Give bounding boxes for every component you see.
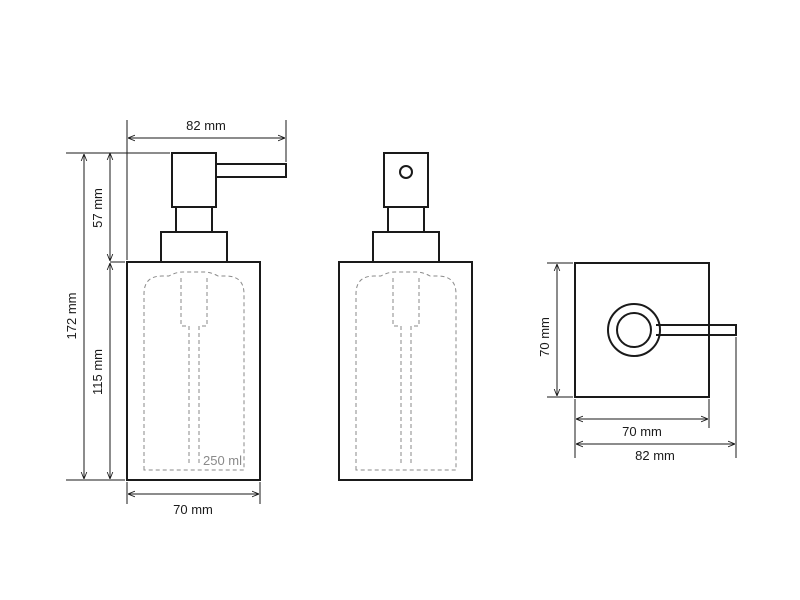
side-neck	[387, 206, 425, 233]
front-inner-tube	[180, 278, 208, 466]
dim-top-total-width-label: 82 mm	[635, 448, 675, 463]
dim-front-total-width: 82 mm	[126, 118, 287, 260]
dim-front-total-width-label: 82 mm	[186, 118, 226, 133]
front-inner-bottle	[143, 271, 245, 471]
side-pump-head	[383, 152, 429, 208]
dim-front-body-height: 115 mm	[90, 263, 110, 479]
front-pump-head	[171, 152, 217, 208]
dim-front-pump-height: 57 mm	[90, 153, 125, 263]
dim-front-body-width-label: 70 mm	[173, 502, 213, 517]
dim-top-total-width: 82 mm	[576, 337, 737, 463]
dim-top-depth-label: 70 mm	[537, 317, 552, 357]
front-view: 250 ml 82 mm 172 mm 57 mm 115 mm	[64, 118, 287, 517]
side-spout-opening	[399, 165, 413, 179]
side-body-outline	[338, 261, 473, 481]
top-view: 70 mm 70 mm 82 mm	[537, 262, 737, 463]
dim-front-total-height: 172 mm	[64, 152, 170, 481]
top-pump-outer-ring	[607, 303, 661, 357]
top-spout	[656, 324, 737, 336]
side-view	[338, 152, 473, 481]
side-inner-bottle	[355, 271, 457, 471]
front-collar	[160, 231, 228, 263]
top-body-outline	[574, 262, 710, 398]
dim-front-body-width: 70 mm	[126, 482, 261, 517]
dim-front-body-height-label: 115 mm	[90, 349, 105, 395]
side-inner-tube	[392, 278, 420, 466]
front-spout	[215, 163, 287, 178]
top-pump-inner-ring	[616, 312, 652, 348]
side-collar	[372, 231, 440, 263]
dim-front-total-height-label: 172 mm	[64, 293, 79, 340]
dim-front-pump-height-label: 57 mm	[90, 188, 105, 228]
front-neck	[175, 206, 213, 233]
dim-top-depth: 70 mm	[537, 262, 573, 398]
dim-top-body-width-label: 70 mm	[622, 424, 662, 439]
front-body-outline	[126, 261, 261, 481]
volume-label: 250 ml	[203, 453, 242, 468]
dim-top-body-width: 70 mm	[574, 399, 710, 458]
